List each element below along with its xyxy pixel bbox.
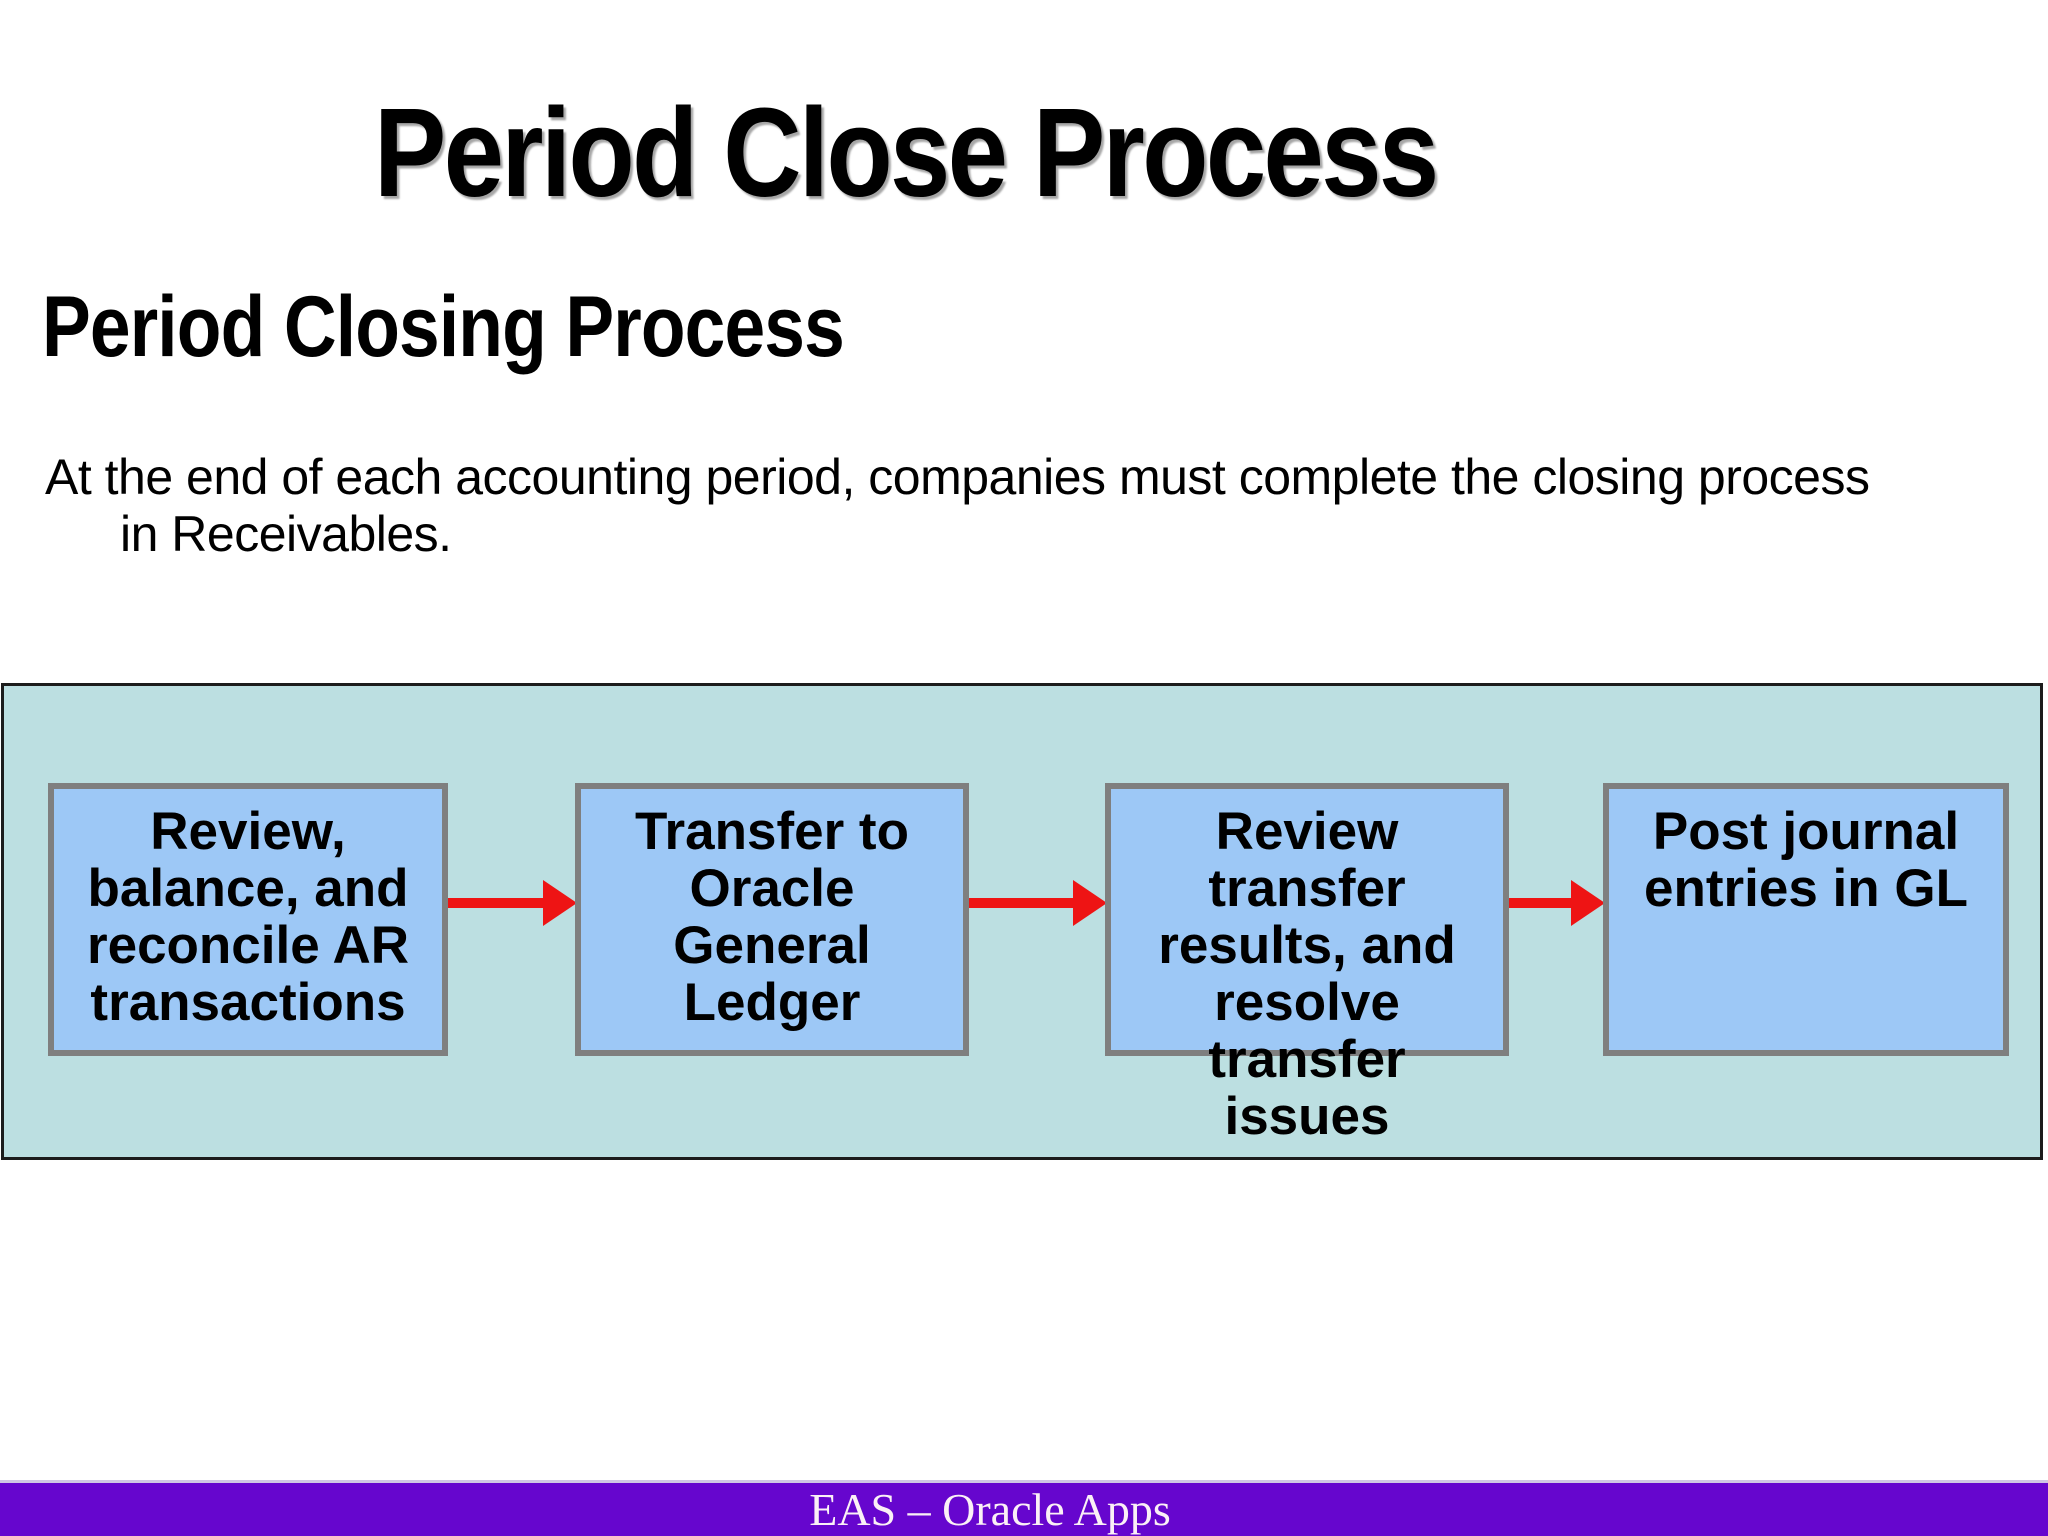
text-line: issues (1224, 1087, 1390, 1146)
text-line: entries in GL (1644, 859, 1968, 918)
text-line: Review, (150, 802, 346, 861)
text-line: transactions (90, 973, 406, 1032)
text-line: Transfer to (635, 802, 909, 861)
footer-divider (0, 1480, 2048, 1483)
section-heading: Period Closing Process (42, 279, 845, 375)
text-line: reconcile AR (86, 916, 410, 975)
footer-bar: EAS – Oracle Apps (0, 1483, 2048, 1536)
arrow-shaft (448, 898, 549, 908)
right-arrow-icon (1509, 880, 1605, 926)
arrow-shaft (1509, 898, 1577, 908)
text-line: Review transfer (1208, 802, 1406, 918)
body-paragraph: At the end of each accounting period, co… (45, 449, 1870, 563)
text-line: balance, and (87, 859, 409, 918)
text-line: Oracle (689, 859, 855, 918)
text-line: Post journal (1652, 802, 1960, 861)
text-line: At the end of each accounting period, co… (45, 449, 1870, 505)
right-arrow-icon (969, 880, 1107, 926)
footer-text: EAS – Oracle Apps (809, 1484, 1171, 1535)
text-line: results, and (1158, 916, 1456, 975)
text-line: in Receivables. (120, 506, 452, 562)
text-line: resolve transfer (1208, 973, 1406, 1089)
text-line: General Ledger (673, 916, 871, 1032)
right-arrow-icon (448, 880, 577, 926)
arrow-shaft (969, 898, 1079, 908)
arrow-head (1571, 880, 1605, 926)
arrow-head (543, 880, 577, 926)
slide-title: Period Close Process (374, 82, 1439, 223)
arrow-head (1073, 880, 1107, 926)
